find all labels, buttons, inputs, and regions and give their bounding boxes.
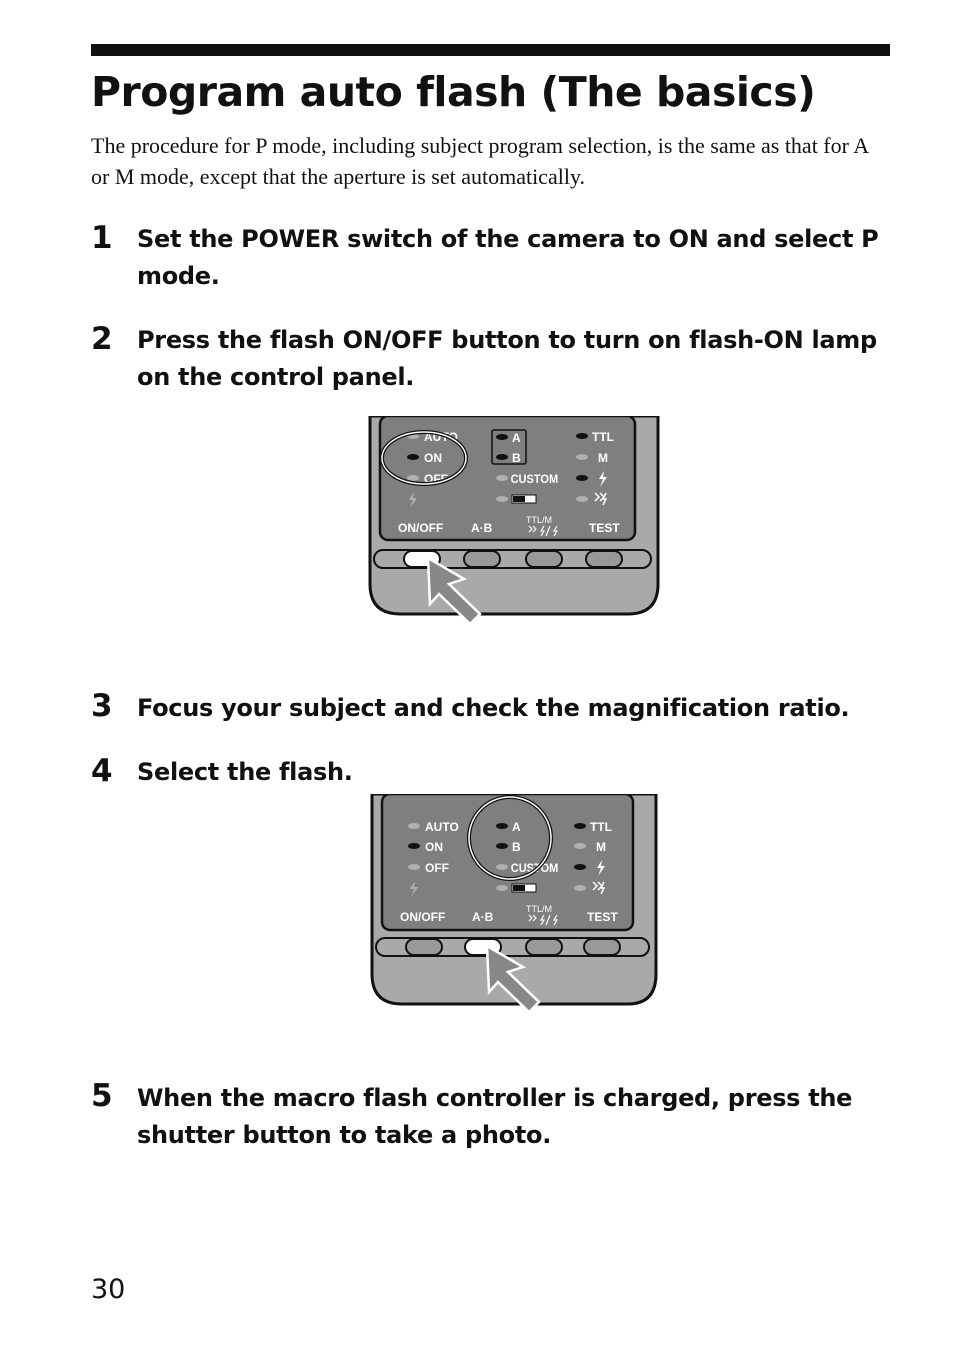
test-button[interactable]: [585, 550, 623, 568]
top-rule: [91, 44, 890, 56]
step-text-5: When the macro flash controller is charg…: [137, 1084, 853, 1149]
flash-mode-icon: [528, 914, 559, 926]
flash-icon: [409, 492, 417, 508]
page-number: 30: [91, 1274, 126, 1305]
panel-ttl-label: TTL: [590, 820, 612, 834]
panel-auto-label: AUTO: [425, 820, 459, 834]
step-text-2: Press the flash ON/OFF button to turn on…: [137, 326, 877, 391]
press-arrow-icon: [485, 943, 541, 1012]
step-text-1: Set the POWER switch of the camera to ON…: [137, 225, 879, 290]
test-button[interactable]: [583, 938, 621, 956]
panel-a-label: A: [512, 820, 521, 834]
ttlm-button-label: TTL/M: [526, 515, 552, 525]
ttlm-button[interactable]: [525, 550, 563, 568]
panel-ttl-label: TTL: [592, 430, 614, 444]
multi-flash-icon: [592, 881, 606, 895]
panel-b-label: B: [512, 451, 521, 465]
step-number-3: 3: [91, 688, 113, 724]
ttlm-button-label: TTL/M: [526, 904, 552, 914]
step-text-3: Focus your subject and check the magnifi…: [137, 694, 850, 722]
step-number-5: 5: [91, 1078, 113, 1114]
page-title: Program auto flash (The basics): [91, 68, 816, 116]
step-number-1: 1: [91, 220, 113, 256]
step-number-4: 4: [91, 753, 113, 789]
flash-icon: [597, 860, 605, 876]
panel-m-label: M: [598, 451, 608, 465]
panel-m-label: M: [596, 840, 606, 854]
ab-button[interactable]: [463, 550, 501, 568]
test-button-label: TEST: [589, 521, 620, 535]
panel-on-label: ON: [425, 840, 443, 854]
panel-off-label: OFF: [425, 861, 449, 875]
flash-icon: [599, 471, 607, 487]
ab-button-label: A·B: [471, 521, 493, 535]
step-text-4: Select the flash.: [137, 758, 353, 786]
onoff-button-label: ON/OFF: [398, 521, 443, 535]
multi-flash-icon: [594, 492, 608, 506]
press-arrow-icon: [426, 555, 482, 626]
ttlm-button[interactable]: [525, 938, 563, 956]
flash-mode-icon: [528, 525, 559, 537]
panel-on-label: ON: [424, 451, 442, 465]
flash-icon: [410, 881, 418, 897]
panel-b-label: B: [512, 840, 521, 854]
panel-custom-label: CUSTOM: [511, 474, 559, 486]
step-number-2: 2: [91, 321, 113, 357]
test-button-label: TEST: [587, 910, 618, 924]
panel-a-label: A: [512, 431, 521, 445]
intro-paragraph: The procedure for P mode, including subj…: [91, 133, 868, 189]
onoff-button[interactable]: [405, 938, 443, 956]
control-panel-figure-2: AUTO ON OFF A B CUSTOM TTL M ON/OFF A·B …: [370, 794, 662, 1012]
ab-button-label: A·B: [472, 910, 494, 924]
control-panel-figure-1: AUTO ON OFF A B CUSTOM TTL M ON/OFF A·B …: [368, 416, 660, 626]
onoff-button-label: ON/OFF: [400, 910, 445, 924]
